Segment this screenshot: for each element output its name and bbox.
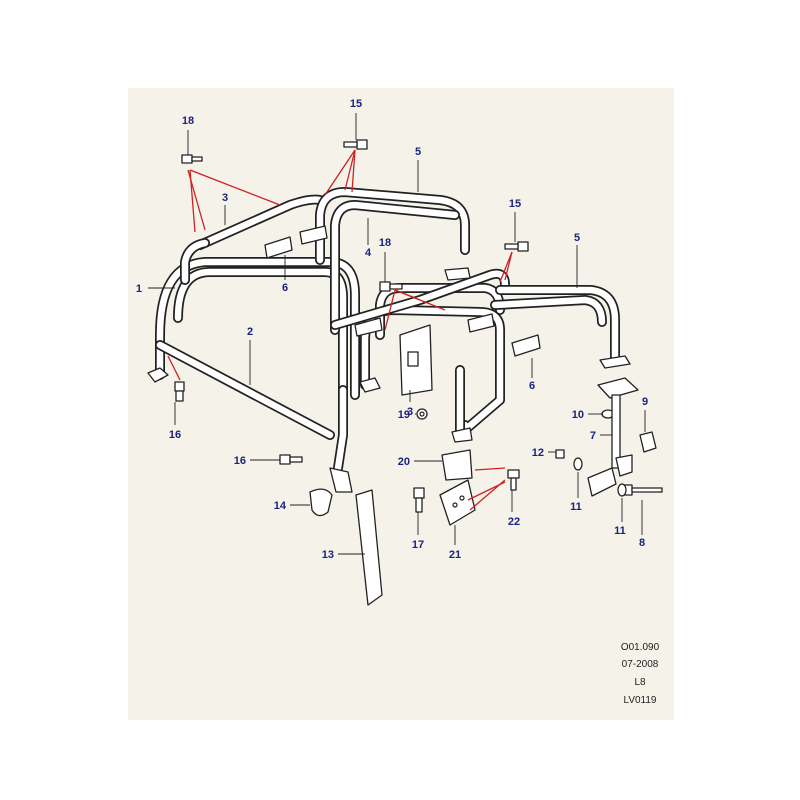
foot-right [451,427,473,443]
foot-left [147,367,169,383]
callout-6b: 6 [529,380,535,392]
bolt-16a [174,381,185,402]
bolt-18b [379,281,403,292]
plate-top [444,267,471,281]
nut-12 [555,449,565,459]
callout-11b: 11 [614,525,626,537]
callout-9: 9 [642,396,648,408]
reference-block: O01.090 07-2008 L8 LV0119 [621,642,660,706]
stay-foot [615,454,633,477]
diagram-background [128,88,674,720]
bolt-15a [343,139,368,150]
callout-2: 2 [247,326,253,338]
plate-21 [439,479,476,526]
ref-level: L8 [634,677,646,688]
foot-mid [359,377,381,393]
callout-15b: 15 [509,198,521,210]
callout-3b: 3 [407,406,413,418]
callout-18b: 18 [379,237,391,249]
callout-17: 17 [412,539,424,551]
stay-assembly [587,377,657,497]
callout-7: 7 [590,430,596,442]
bolt-22 [507,469,520,491]
pads [264,225,541,357]
bolt-17 [413,487,425,513]
bracket-20 [441,449,473,481]
center-bracket-slot [407,351,419,367]
bolt-15b [504,241,529,252]
bolt-16b [279,454,303,465]
callout-4: 4 [365,247,372,259]
callout-12: 12 [532,447,544,459]
pad-center [354,317,383,337]
callout-5a: 5 [415,146,421,158]
foot-front [599,355,631,369]
callout-16a: 16 [169,429,181,441]
lower-parts [309,449,476,606]
ref-illustration: LV0119 [624,695,657,706]
pad-6b [511,334,541,357]
callout-3a: 3 [222,192,228,204]
washer-11b [617,483,627,497]
ref-date: 07-2008 [622,659,659,670]
callout-20: 20 [398,456,410,468]
pad-6a [264,236,293,259]
stay-top-plate [597,377,639,399]
pad-main [467,313,495,333]
callout-14: 14 [274,500,287,512]
callout-5b: 5 [574,232,580,244]
callout-22: 22 [508,516,520,528]
pad-top-2 [299,225,328,245]
foot-rear [329,467,353,493]
clip-9 [639,431,657,453]
callout-8: 8 [639,537,645,549]
roll-cage-frame [155,187,620,473]
cover-14 [309,488,333,517]
callouts: 1 2 3 3 4 5 5 6 6 7 8 9 10 11 11 12 13 1… [136,98,648,561]
callout-19: 19 [398,409,410,421]
callout-15a: 15 [350,98,362,110]
callout-11a: 11 [570,501,582,513]
ref-code: O01.090 [621,642,660,653]
bolt-18a [181,154,203,164]
callout-21: 21 [449,549,461,561]
washer-11a [573,457,583,471]
bolts [174,139,663,513]
trim-13 [355,489,383,606]
mounting-feet [147,267,631,493]
callout-16b: 16 [234,455,246,467]
washer-19 [416,408,428,420]
leader-lines [148,113,646,555]
callout-10: 10 [572,409,584,421]
callout-18a: 18 [182,115,194,127]
highlight-lines [167,149,513,511]
block-11 [587,467,617,497]
callout-6a: 6 [282,282,288,294]
callout-1: 1 [136,283,142,295]
callout-13: 13 [322,549,334,561]
